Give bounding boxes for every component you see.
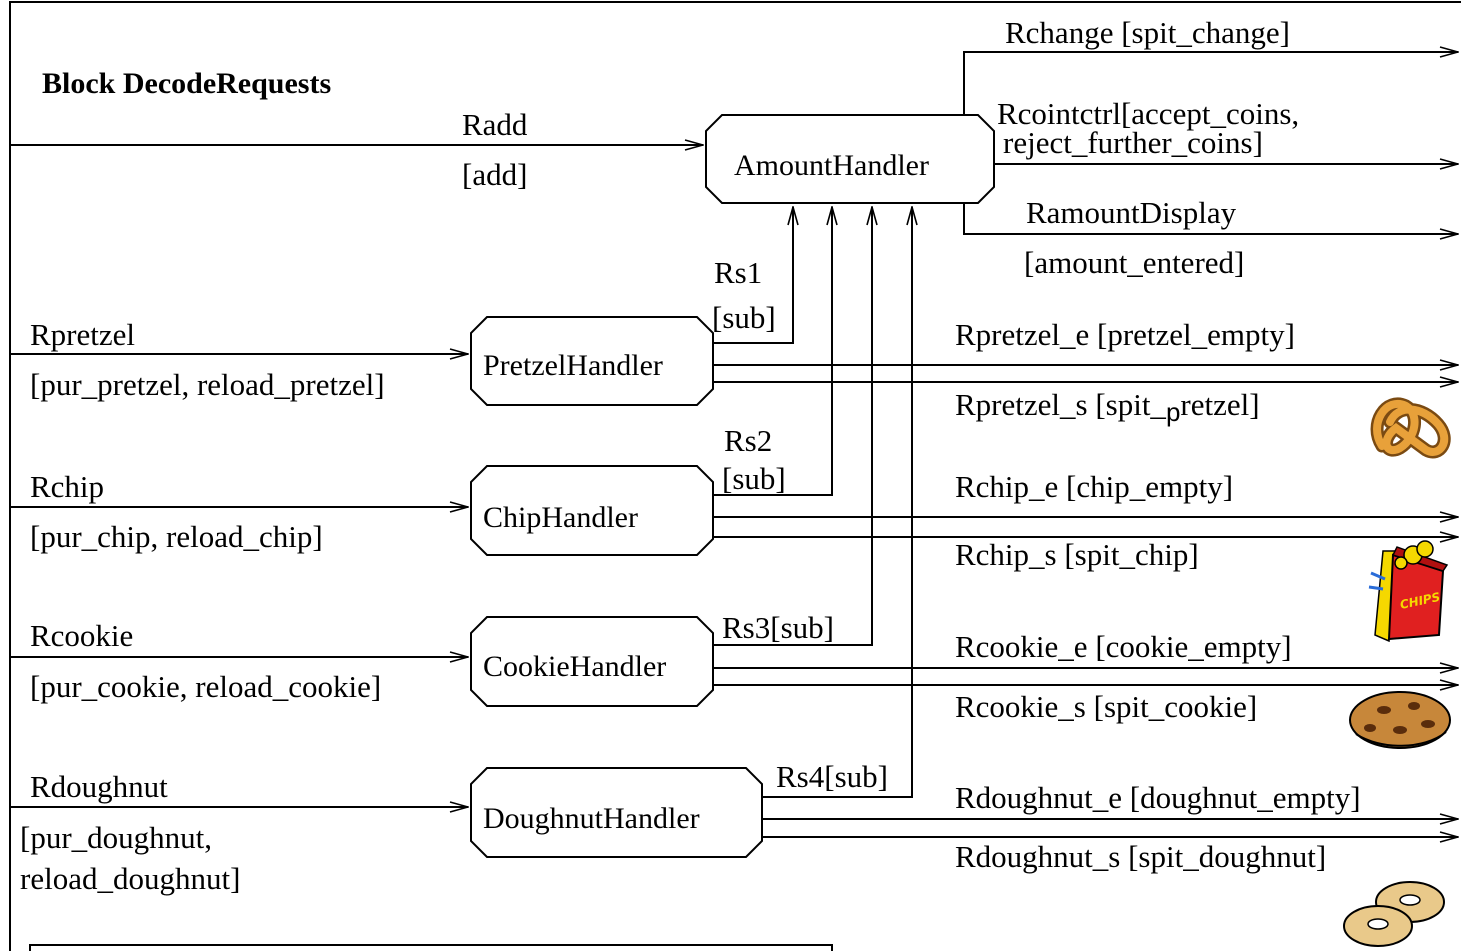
- rdoughnut-signals-line1: [pur_doughnut,: [20, 820, 212, 855]
- rs4-channel: [762, 207, 912, 798]
- pretzel-icon: [1370, 397, 1451, 459]
- radd-label: Radd: [462, 107, 528, 142]
- chips-bag-icon: CHIPS: [1368, 540, 1449, 643]
- rdoughnut-s-label: Rdoughnut_s [spit_doughnut]: [955, 839, 1326, 874]
- rs1-label: Rs1: [714, 255, 762, 290]
- chip-handler-block: [470, 465, 714, 556]
- rs2-label: Rs2: [724, 423, 772, 458]
- doughnut-handler-block: [470, 767, 763, 858]
- doughnut-icon: [1343, 881, 1445, 947]
- rs3-channel: [713, 207, 872, 646]
- rchange-label: Rchange [spit_change]: [1005, 15, 1290, 50]
- rpretzel-signals: [pur_pretzel, reload_pretzel]: [30, 367, 385, 402]
- doughnut-handler-label: DoughnutHandler: [483, 802, 700, 835]
- rcookie-s-label: Rcookie_s [spit_cookie]: [955, 689, 1257, 724]
- pretzel-handler-label: PretzelHandler: [483, 349, 663, 382]
- block-title: Block DecodeRequests: [42, 67, 331, 100]
- ramountdisplay-label: RamountDisplay: [1026, 195, 1237, 230]
- amount-handler-label: AmountHandler: [734, 149, 929, 182]
- radd-signals: [add]: [462, 157, 527, 192]
- rs4-label: Rs4[sub]: [776, 759, 888, 794]
- rs3-label: Rs3[sub]: [722, 610, 834, 645]
- rpretzel-s-text-a: Rpretzel_s [spit_: [955, 387, 1166, 422]
- cookie-handler-label: CookieHandler: [483, 650, 666, 683]
- pretzel-handler-block: [470, 316, 714, 406]
- rpretzel-e-label: Rpretzel_e [pretzel_empty]: [955, 317, 1295, 352]
- rpretzel-s-label: Rpretzel_s [spit_pretzel]: [955, 387, 1260, 427]
- rdoughnut-label: Rdoughnut: [30, 769, 168, 804]
- rcookie-signals: [pur_cookie, reload_cookie]: [30, 669, 381, 704]
- block-frame-inner-bottom: [29, 944, 833, 951]
- rpretzel-label: Rpretzel: [30, 317, 135, 352]
- rcookie-e-label: Rcookie_e [cookie_empty]: [955, 629, 1292, 664]
- block-frame: [9, 1, 1461, 951]
- rdoughnut-signals-line2: reload_doughnut]: [20, 861, 240, 896]
- chip-handler-label: ChipHandler: [483, 501, 638, 534]
- rchip-signals: [pur_chip, reload_chip]: [30, 519, 323, 554]
- rdoughnut-e-label: Rdoughnut_e [doughnut_empty]: [955, 780, 1361, 815]
- rchip-e-label: Rchip_e [chip_empty]: [955, 469, 1233, 504]
- rs1-signals: [sub]: [712, 300, 776, 335]
- amount-handler-block: [705, 114, 995, 204]
- ramountdisplay-channel: [963, 203, 1458, 234]
- cookie-handler-block: [470, 616, 714, 707]
- ramountdisplay-signals: [amount_entered]: [1024, 245, 1244, 280]
- rs2-signals: [sub]: [722, 461, 786, 496]
- rs1-channel: [713, 207, 793, 344]
- rcointctrl-label-line1: Rcointctrl[accept_coins,: [997, 96, 1299, 131]
- rs2-channel: [713, 207, 832, 496]
- rpretzel-s-text-c: retzel]: [1180, 387, 1259, 422]
- rcookie-label: Rcookie: [30, 618, 133, 653]
- rchip-s-label: Rchip_s [spit_chip]: [955, 537, 1199, 572]
- cookie-icon: [1349, 691, 1451, 749]
- rpretzel-s-text-b: p: [1166, 397, 1180, 427]
- rchip-label: Rchip: [30, 469, 104, 504]
- rcointctrl-label-line2: reject_further_coins]: [1003, 125, 1263, 160]
- rchange-channel: [963, 52, 1458, 115]
